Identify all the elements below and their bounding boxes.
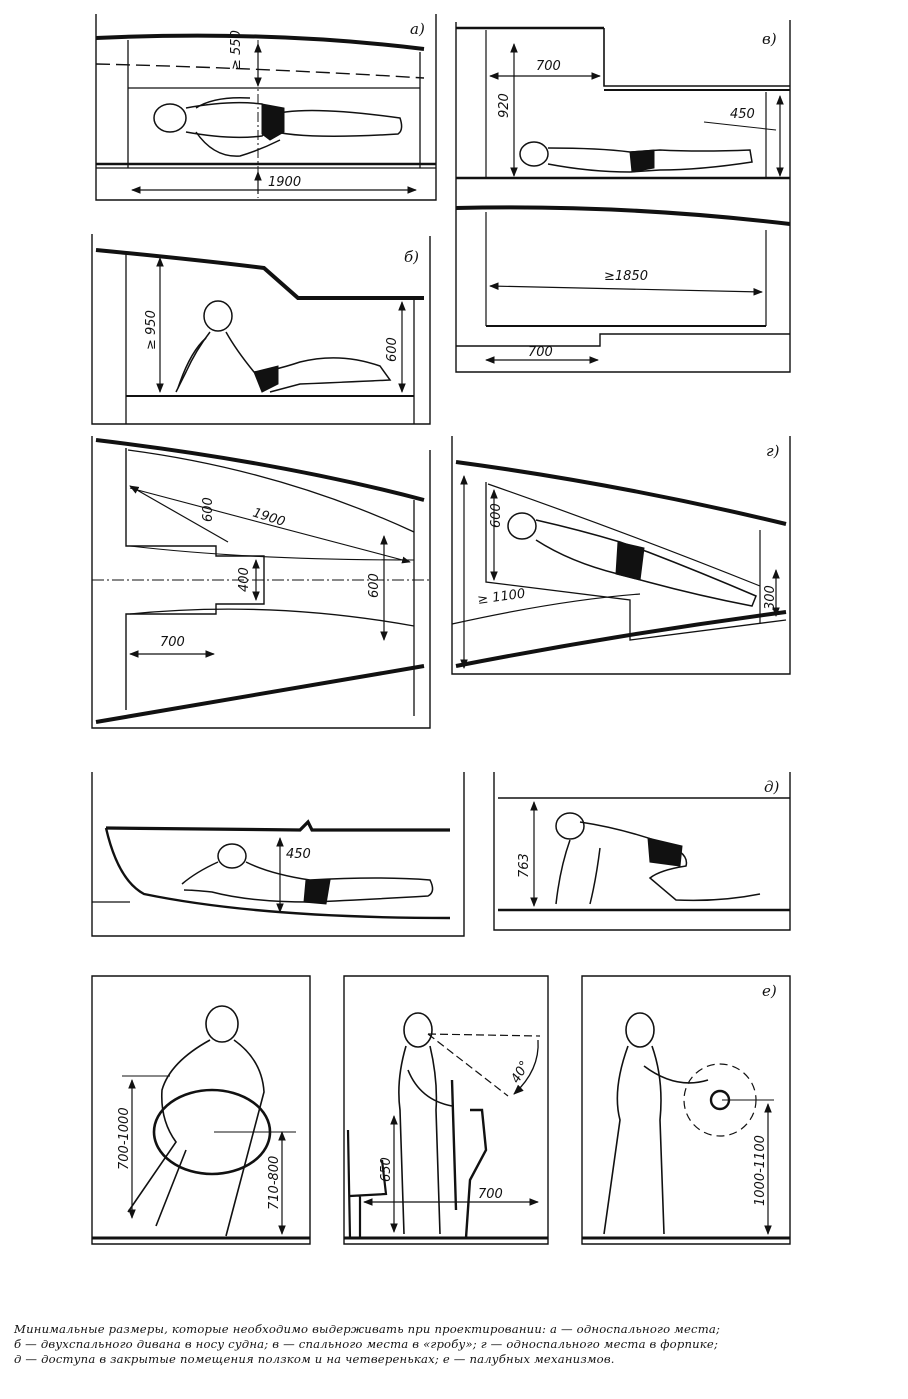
- dim-g-1100: ≥ 1100: [476, 586, 526, 608]
- dim-e-700-1000: 700-1000: [117, 1107, 132, 1170]
- dim-b-600b: 600: [367, 573, 382, 598]
- dim-e-1000-1100: 1000-1100: [753, 1135, 768, 1206]
- dim-e-710-800: 710-800: [267, 1156, 282, 1210]
- panel-e: [91, 975, 791, 1245]
- seat: [346, 1129, 388, 1239]
- winch-operator-figure: [603, 1012, 709, 1235]
- lever: [450, 1079, 488, 1239]
- panel-e-letter: е): [762, 982, 777, 1000]
- dim-b-1900: 1900: [251, 506, 287, 530]
- dim-v-700-top: 700: [536, 59, 561, 74]
- dim-b-950: ≥ 950: [144, 310, 159, 350]
- caption-line-1: Минимальные размеры, которые необходимо …: [14, 1322, 721, 1336]
- panel-a-letter: а): [410, 20, 425, 38]
- caption-line-3: д — доступа в закрытые помещения ползком…: [14, 1352, 615, 1366]
- dim-e-700: 700: [478, 1187, 503, 1202]
- lying-figure-g: [507, 512, 757, 607]
- figure-caption: Минимальные размеры, которые необходимо …: [14, 1322, 894, 1367]
- panel-g: [451, 436, 791, 675]
- dim-v-1850: ≥1850: [604, 269, 648, 284]
- panel-d-letter: д): [764, 778, 780, 796]
- panel-b-letter: б): [404, 248, 419, 266]
- panel-b-plan: [91, 436, 431, 729]
- briefs-d1: [303, 879, 331, 905]
- dim-v-700-bottom: 700: [528, 345, 553, 360]
- dim-v-920: 920: [497, 93, 512, 118]
- panel-g-letter: г): [766, 442, 780, 460]
- panel-d: [91, 772, 791, 937]
- dim-v-450: 450: [730, 107, 755, 122]
- helmsman-figure: [127, 1005, 265, 1237]
- briefs-g: [615, 541, 645, 581]
- panel-v: [455, 20, 791, 373]
- dim-g-600: 600: [489, 503, 504, 528]
- panel-b-upper: [91, 234, 431, 425]
- dim-g-300: 300: [763, 585, 778, 610]
- briefs-d2: [647, 837, 683, 867]
- dim-e-650: 650: [379, 1157, 394, 1182]
- panel-v-letter: в): [762, 30, 777, 48]
- dim-d-450: 450: [286, 847, 311, 862]
- briefs-b: [253, 365, 279, 393]
- dim-d-763: 763: [517, 853, 532, 878]
- caption-line-2: б — двухспального дивана в носу судна; в…: [14, 1337, 719, 1351]
- dim-a-length: 1900: [268, 175, 301, 190]
- briefs-v: [629, 149, 655, 173]
- dim-b-600a: 600: [385, 337, 400, 362]
- sitting-figure: [175, 300, 392, 393]
- panel-a: [95, 14, 437, 201]
- lying-figure-v: [519, 141, 753, 173]
- dim-b-700: 700: [160, 635, 185, 650]
- kneeling-figure: [555, 812, 761, 905]
- dim-e-angle: 40°: [508, 1059, 533, 1086]
- briefs: [261, 103, 285, 141]
- dim-b-400: 400: [237, 567, 252, 592]
- dim-b-600-diag: 600: [201, 497, 216, 522]
- dim-a-head: ≥ 550: [229, 30, 244, 70]
- lever-operator-figure: [398, 1012, 453, 1235]
